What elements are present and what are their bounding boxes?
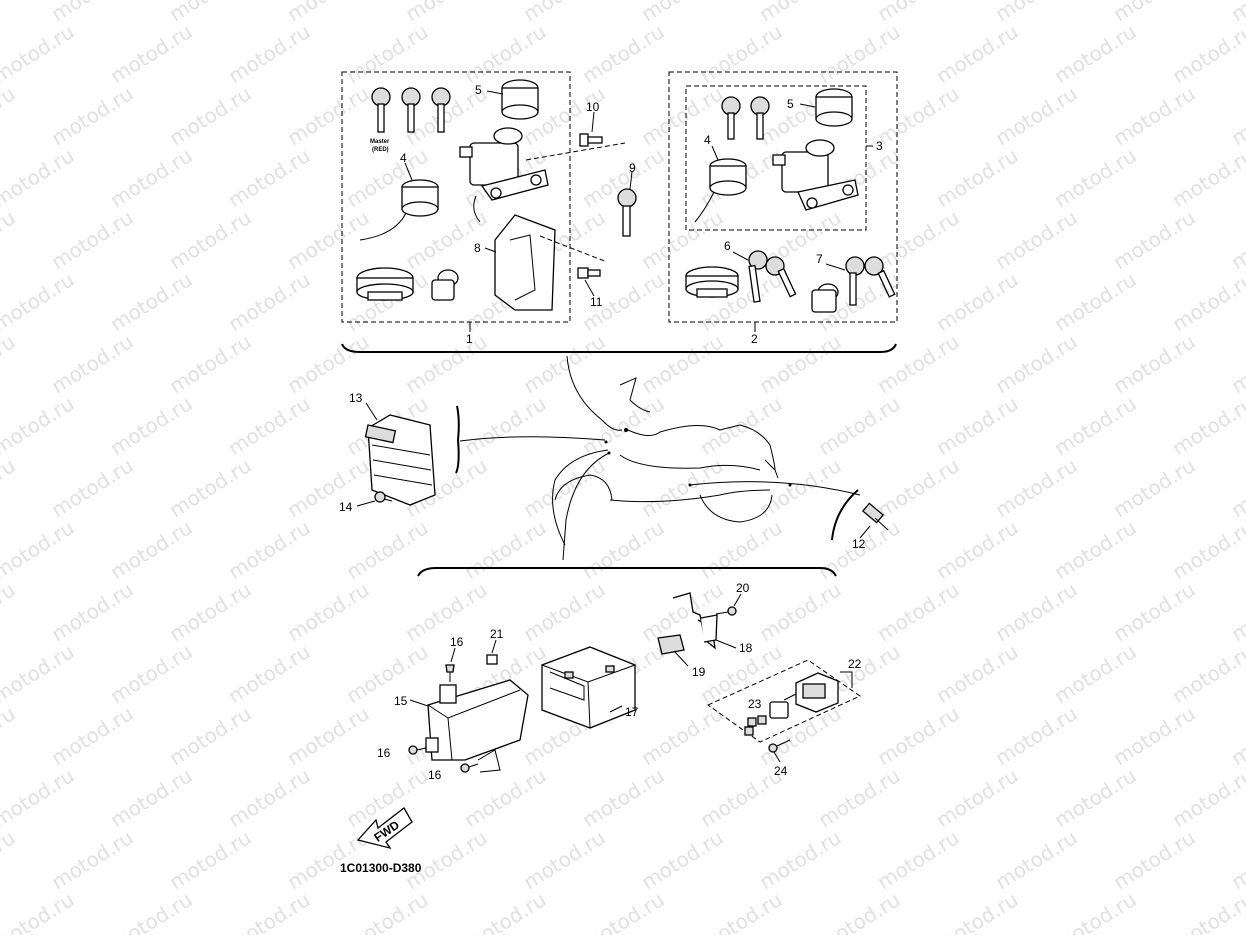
master-key-color-label: (RED): [372, 147, 389, 153]
screw-icon: [374, 491, 393, 503]
battery-icon: [541, 646, 636, 729]
bolt-icon-2: [577, 267, 601, 279]
callout-20: 20: [736, 581, 750, 595]
bolt-icon: [579, 133, 603, 147]
bracket-icon: [672, 592, 718, 650]
screw-icon-16c: [460, 763, 479, 773]
callout-8: 8: [474, 241, 481, 255]
callout-19: 19: [692, 665, 706, 679]
lock-cylinder-icon: [501, 79, 539, 120]
callout-5a: 5: [475, 83, 482, 97]
pad-icon: [657, 634, 685, 655]
callout-labels: 1 2 3 4 4 5 5 6 7 8 9 10 11 12 13 14 15 …: [339, 83, 883, 782]
callout-15: 15: [394, 694, 408, 708]
key-icon: [371, 87, 451, 133]
callout-16b: 16: [377, 746, 391, 760]
callout-16c: 16: [428, 768, 442, 782]
bolt-icon-20: [715, 606, 737, 616]
callout-4a: 4: [400, 151, 407, 165]
kit-2-group: [668, 71, 898, 323]
key-blank-icon: [617, 188, 637, 237]
callout-11: 11: [590, 295, 603, 309]
rectifier-regulator-icon: [364, 414, 436, 506]
fuel-cap-icon: [356, 267, 414, 301]
callout-1: 1: [466, 332, 473, 346]
seat-lock-icon-kit2: [694, 158, 747, 223]
motorcycle-outline: [455, 355, 861, 561]
callout-12: 12: [852, 537, 866, 551]
small-lock-icon-kit2: [811, 283, 839, 313]
diagram-code: 1C01300-D380: [340, 861, 422, 875]
callout-5b: 5: [787, 97, 794, 111]
fuse-box-group: [706, 659, 862, 753]
master-key-label: Master: [370, 139, 390, 145]
cover-icon: [494, 214, 556, 311]
callout-16a: 16: [450, 635, 464, 649]
callout-22: 22: [848, 657, 862, 671]
callout-6: 6: [724, 239, 731, 253]
fuse-box-icon: [795, 672, 839, 713]
key-pair-icon: [748, 250, 797, 303]
screw-icon-24: [768, 739, 791, 753]
kit-1-group: Master (RED): [341, 71, 897, 353]
sensor-icon: [861, 502, 889, 531]
screw-icon-16b: [408, 745, 427, 755]
lock-cylinder-icon-kit2: [815, 88, 853, 127]
callout-24: 24: [774, 764, 788, 778]
battery-box-icon: [425, 679, 529, 773]
callout-10: 10: [586, 100, 600, 114]
clip-icon: [486, 654, 498, 665]
callout-4b: 4: [704, 133, 711, 147]
callout-13: 13: [349, 391, 363, 405]
callout-3: 3: [876, 139, 883, 153]
main-switch-icon: [459, 127, 549, 223]
callout-14: 14: [339, 500, 353, 514]
seat-lock-icon: [359, 179, 439, 241]
small-lock-icon: [431, 269, 459, 301]
callout-7: 7: [816, 252, 823, 266]
fuel-cap-icon-kit2: [685, 266, 739, 298]
main-switch-icon-kit2: [772, 139, 859, 211]
key-icon-kit2: [721, 96, 770, 140]
key-pair-icon-2: [845, 256, 896, 306]
callout-23: 23: [748, 697, 762, 711]
callout-2: 2: [751, 332, 758, 346]
fuse-icon: [744, 701, 789, 736]
callout-9: 9: [629, 161, 636, 175]
callout-18: 18: [739, 641, 753, 655]
screw-icon-16a: [445, 664, 455, 682]
callout-21: 21: [490, 627, 504, 641]
callout-17: 17: [625, 705, 639, 719]
